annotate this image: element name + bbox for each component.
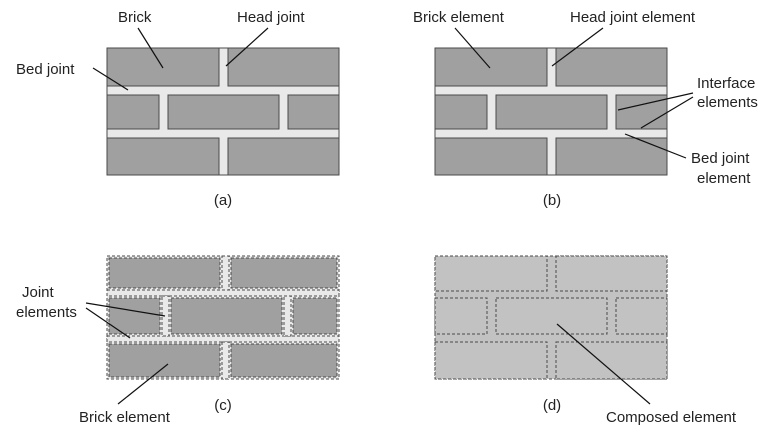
panel-b-brick-element [555,137,668,176]
panel-b: Brick element Head joint element Interfa… [413,9,758,209]
panel-c-head-joint-element [221,255,230,291]
panel-c-head-joint-element [161,295,170,337]
panel-a-brick [227,137,340,176]
label-brick-element-b: Brick element [413,9,505,26]
panel-d-brick-outline [615,297,668,335]
panel-d-brick-outline [434,297,488,335]
leader-head-joint [225,27,269,67]
label-brick: Brick [118,9,152,26]
label-composed-element: Composed element [606,409,737,426]
panel-c-brick-element [292,297,338,335]
panel-d-brick-outline [434,255,548,292]
panel-c-brick-element [108,297,161,335]
panel-b-brick-element [495,94,608,130]
panel-c-brick-element [108,343,221,378]
label-bed-joint: Bed joint [16,61,75,78]
panel-b-brick-element [434,47,548,87]
leader-interface-2 [640,96,694,129]
caption-d: (d) [543,397,561,414]
leader-composed-element [556,323,651,405]
panel-c-brick-element [230,257,338,289]
label-interface-line2: elements [697,94,758,111]
panel-a-brick [106,94,160,130]
panel-c-bed-joint-element [106,335,340,343]
panel-c-brick-element [230,343,338,378]
leader-brick [137,27,164,69]
panel-d-brick-outline [434,341,548,380]
label-bed-joint-element-line1: Bed joint [691,150,750,167]
panel-a: Brick Head joint Bed joint (a) [16,9,340,209]
label-interface-line1: Interface [697,75,755,92]
panel-c-bed-joint-element [106,289,340,297]
panel-b-brick-element [434,94,488,130]
panel-d-brick-outline [555,341,668,380]
leader-bed-joint-element [624,133,687,159]
panel-c-brick-element [108,257,221,289]
panel-a-brick [167,94,280,130]
panel-a-brick [227,47,340,87]
label-bed-joint-element-line2: element [697,170,751,187]
panel-a-brick [287,94,340,130]
leader-brick-element-b [454,27,491,69]
panel-b-brick-element [434,137,548,176]
panel-a-brick [106,137,220,176]
label-joint-elements-line2: elements [16,304,77,321]
panel-d: Composed element (d) [434,255,737,426]
label-head-joint-element: Head joint element [570,9,696,26]
label-head-joint: Head joint [237,9,305,26]
panel-d-brick-outline [555,255,668,292]
leader-joint-element-1 [85,302,166,317]
leader-brick-element-c [117,363,169,405]
panel-c-brick-element [170,297,283,335]
leader-head-joint-element [551,27,604,67]
panel-b-brick-element [555,47,668,87]
label-brick-element-c: Brick element [79,409,171,426]
leader-interface-1 [617,92,694,111]
panel-d-brick-outline [495,297,608,335]
leader-joint-element-2 [85,307,131,339]
panel-c: Joint elements Brick element (c) [16,255,340,426]
caption-a: (a) [214,192,232,209]
leader-bed-joint [92,67,129,91]
label-joint-elements-line1: Joint [22,284,55,301]
caption-b: (b) [543,192,561,209]
caption-c: (c) [214,397,232,414]
panel-c-head-joint-element [221,341,230,380]
panel-c-head-joint-element [283,295,292,337]
